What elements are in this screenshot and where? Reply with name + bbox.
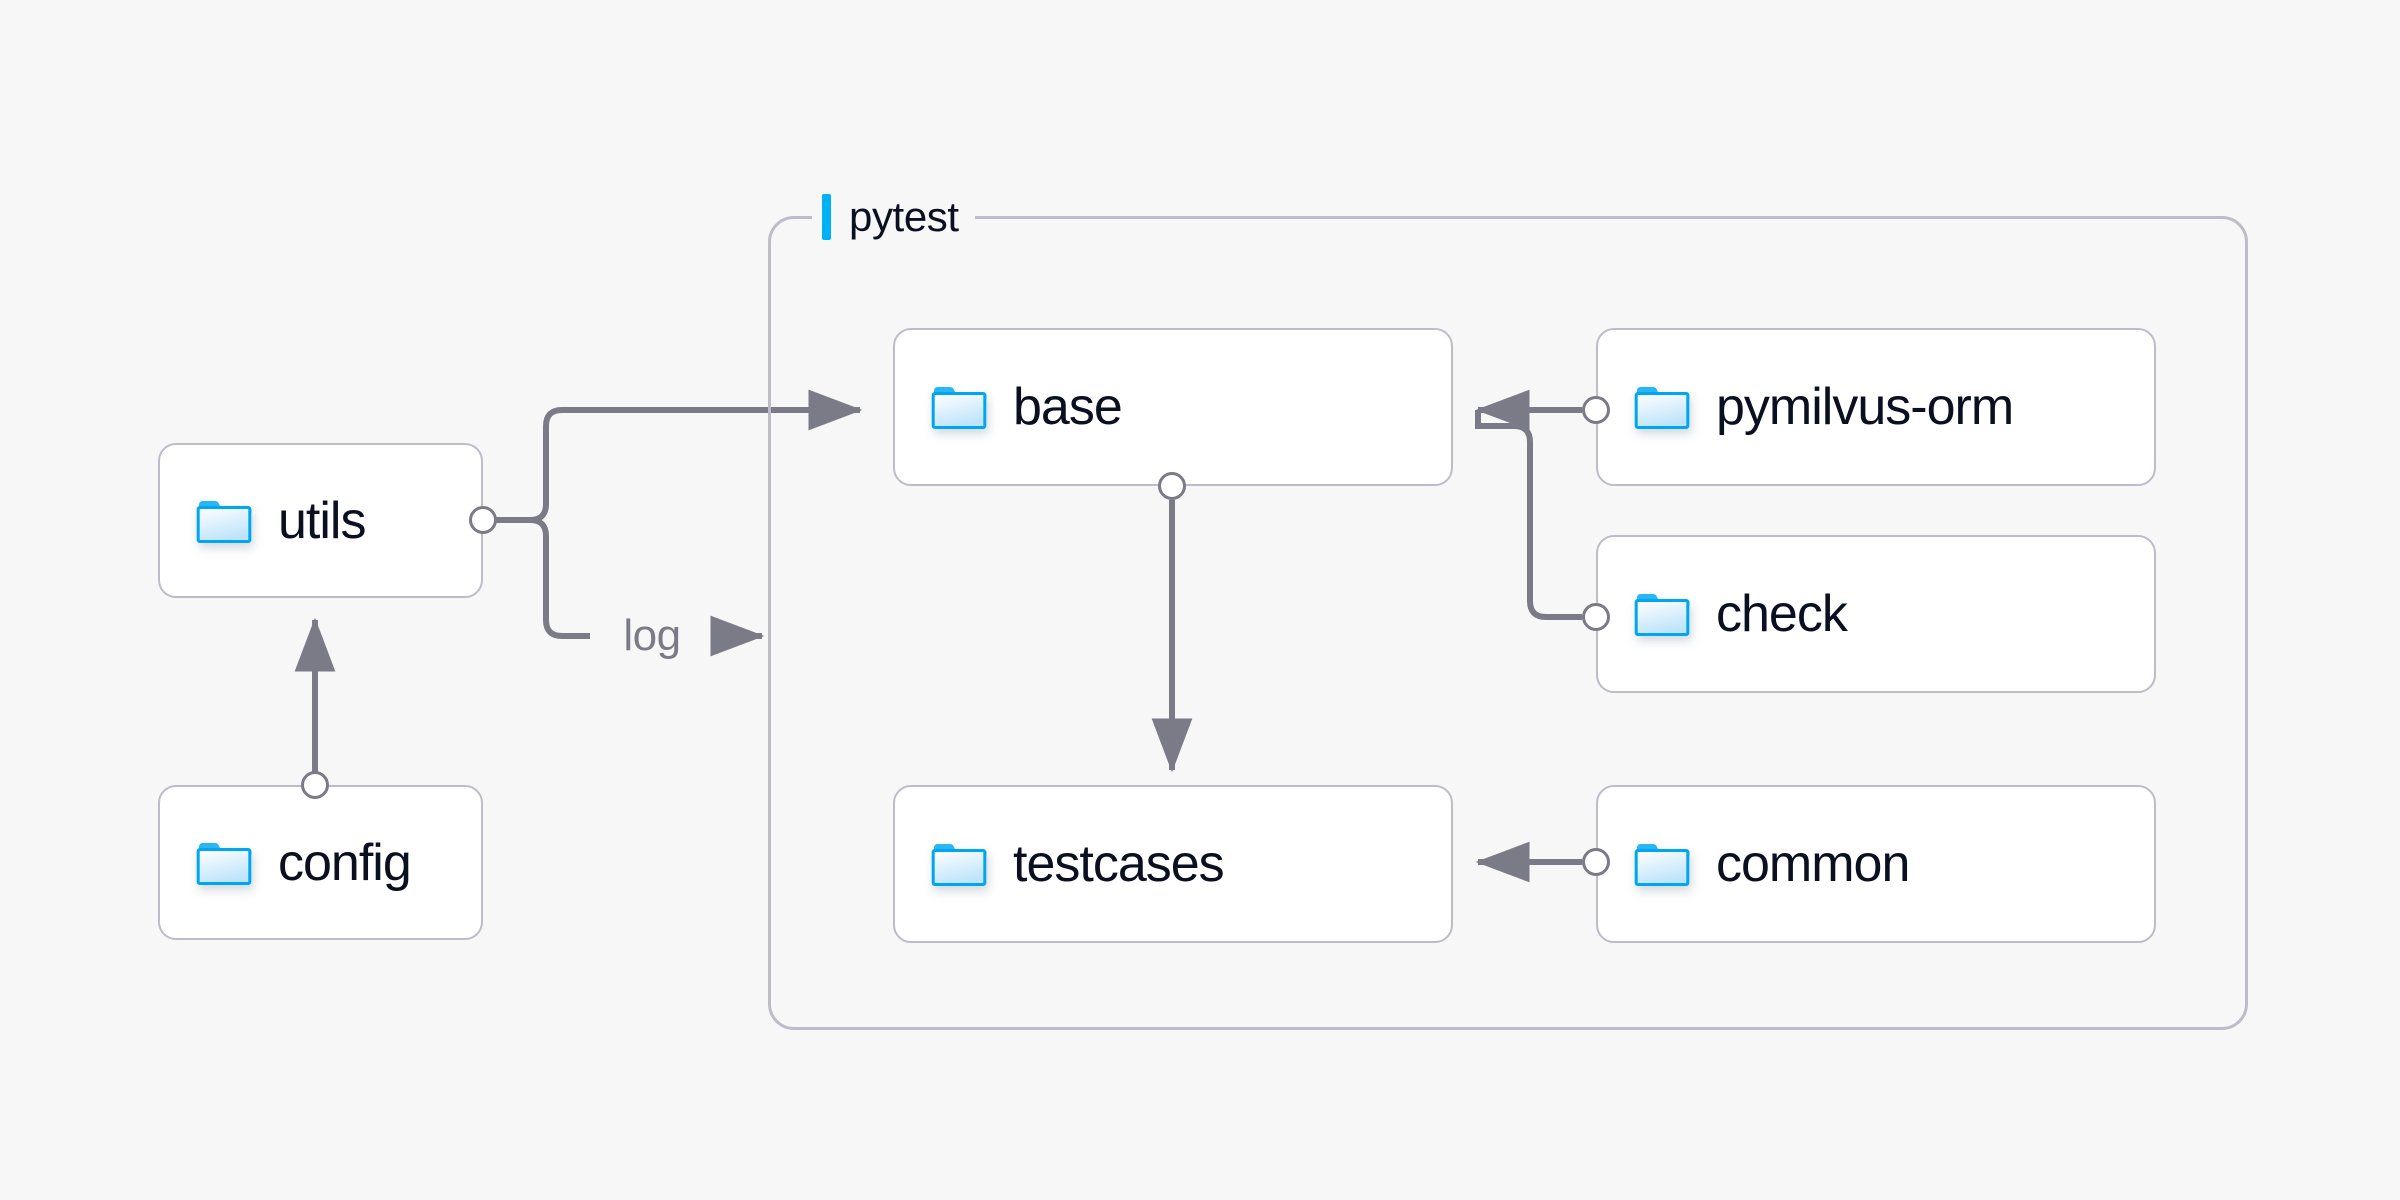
folder-icon: [931, 384, 987, 430]
folder-icon: [1634, 384, 1690, 430]
folder-icon: [931, 841, 987, 887]
node-pymilvus-orm[interactable]: pymilvus-orm: [1596, 328, 2156, 486]
group-pytest-title: pytest: [849, 193, 959, 240]
connector-config-top[interactable]: [301, 771, 329, 799]
node-testcases[interactable]: testcases: [893, 785, 1453, 943]
group-pytest-label: pytest: [812, 190, 975, 244]
node-base-label: base: [1013, 378, 1123, 436]
edge-utils-to-log: [487, 517, 590, 639]
connector-pymilvusorm-left[interactable]: [1582, 396, 1610, 424]
folder-icon: [1634, 591, 1690, 637]
node-check[interactable]: check: [1596, 535, 2156, 693]
connector-check-left[interactable]: [1582, 603, 1610, 631]
node-base[interactable]: base: [893, 328, 1453, 486]
connector-base-bottom[interactable]: [1158, 472, 1186, 500]
node-common[interactable]: common: [1596, 785, 2156, 943]
node-common-label: common: [1716, 835, 1910, 893]
folder-icon: [196, 498, 252, 544]
node-utils[interactable]: utils: [158, 443, 483, 598]
connector-utils-right[interactable]: [469, 506, 497, 534]
node-testcases-label: testcases: [1013, 835, 1225, 893]
connector-common-left[interactable]: [1582, 848, 1610, 876]
node-utils-label: utils: [278, 491, 366, 550]
node-config-label: config: [278, 833, 412, 892]
edge-label-log: log: [623, 611, 681, 660]
group-pytest: [768, 216, 2248, 1030]
node-pymilvus-orm-label: pymilvus-orm: [1716, 378, 2014, 436]
folder-icon: [196, 840, 252, 886]
node-check-label: check: [1716, 585, 1848, 643]
group-accent-bar: [822, 194, 831, 240]
node-config[interactable]: config: [158, 785, 483, 940]
folder-icon: [1634, 841, 1690, 887]
